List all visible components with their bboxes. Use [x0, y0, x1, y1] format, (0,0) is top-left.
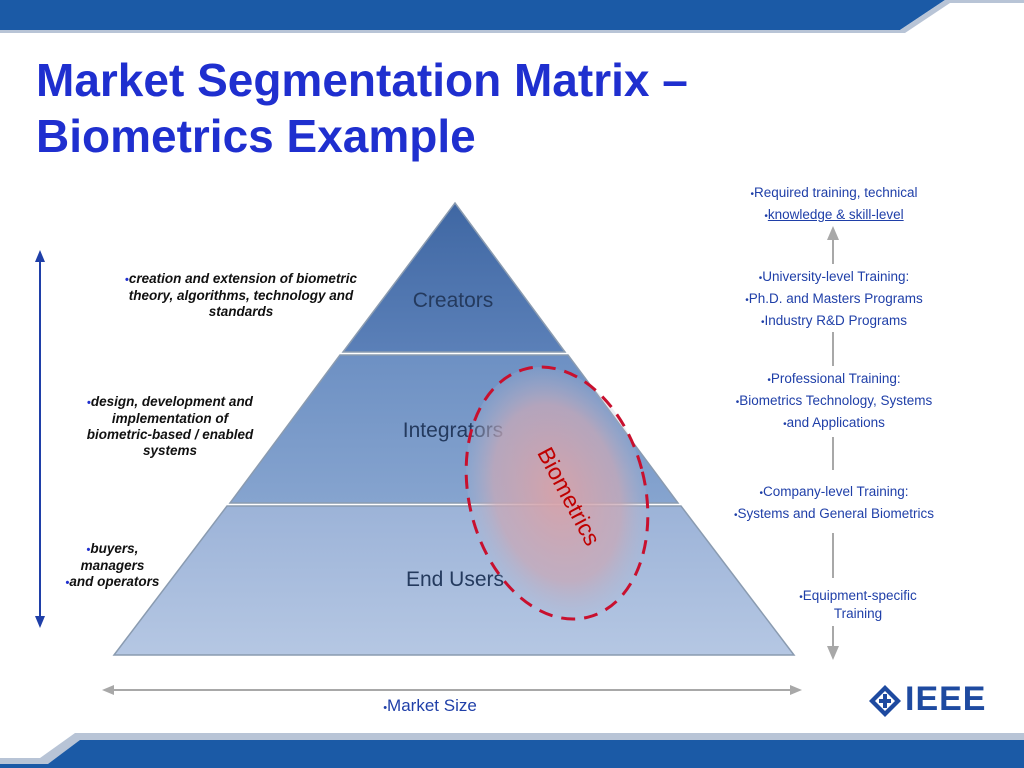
training-level-university: •University-level Training: •Ph.D. and M… [745, 269, 923, 328]
right-arrow-up-head [827, 226, 839, 240]
page-title: Market Segmentation Matrix – Biometrics … [36, 52, 688, 164]
title-line-2: Biometrics Example [36, 110, 476, 162]
top-banner [0, 0, 1024, 33]
right-arrow-down-head [827, 646, 839, 660]
market-size-label: •Market Size [383, 696, 477, 715]
bottom-banner [0, 733, 1024, 768]
left-vertical-arrow [35, 250, 45, 628]
training-header: •Required training, technical •knowledge… [750, 185, 918, 222]
creators-description: •creation and extension of biometric the… [125, 271, 357, 319]
training-level-professional: •Professional Training: •Biometrics Tech… [735, 371, 933, 430]
tier-label-creators: Creators [413, 289, 494, 312]
training-level-company: •Company-level Training: •Systems and Ge… [733, 484, 935, 521]
ieee-diamond-icon [869, 685, 901, 717]
tier-label-end-users: End Users [406, 568, 504, 591]
integrators-description: •design, development and implementation … [86, 394, 254, 458]
market-size-arrow [102, 685, 802, 695]
title-line-1: Market Segmentation Matrix – [36, 54, 688, 106]
ieee-logo-text: IEEE [905, 680, 987, 718]
training-level-equipment: •Equipment-specific Training [799, 588, 917, 621]
pyramid-tier-creators [341, 201, 567, 353]
end-users-description: •buyers, managers •and operators [65, 541, 160, 589]
biometrics-ellipse [464, 365, 650, 621]
